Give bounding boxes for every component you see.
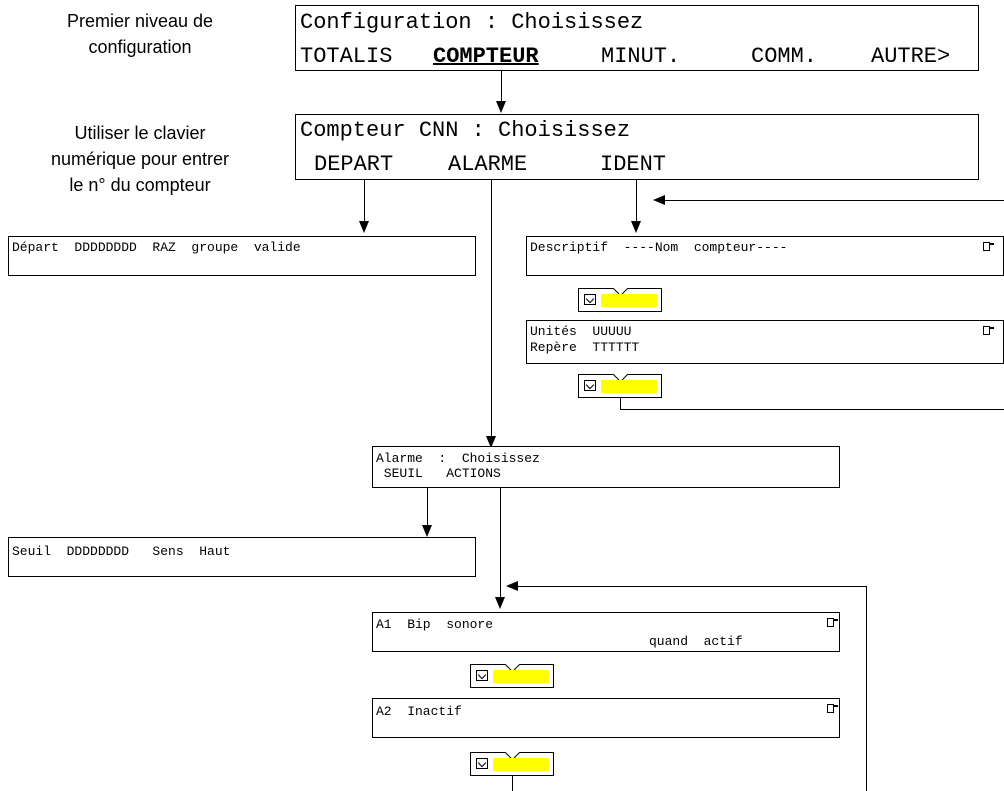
connector-line (620, 398, 621, 410)
edit-pencil-icon (584, 294, 596, 305)
a1-screen-line2: quand actif (649, 634, 743, 649)
arrow-left-icon (653, 195, 665, 205)
config-menu-minut[interactable]: MINUT. (601, 44, 681, 69)
edit-field[interactable] (578, 280, 662, 312)
document-icon[interactable] (827, 618, 838, 627)
config-menu-comm[interactable]: COMM. (751, 44, 818, 69)
seuil-screen-text: Seuil DDDDDDDD Sens Haut (12, 544, 231, 559)
config-screen: Configuration : Choisissez TOTALIS COMPT… (295, 5, 979, 71)
descriptif-screen: Descriptif ----Nom compteur---- (526, 236, 1004, 276)
unites-screen-line1: Unités UUUUU (530, 324, 632, 339)
counter-screen: Compteur CNN : Choisissez DEPART ALARME … (295, 114, 979, 180)
connector-line (512, 776, 513, 791)
connector-line (664, 200, 1004, 201)
counter-menu-ident[interactable]: IDENT (600, 152, 667, 177)
descriptif-screen-text: Descriptif ----Nom compteur---- (530, 240, 788, 255)
connector-line (427, 488, 428, 529)
arrow-down-icon (486, 436, 496, 448)
connector-line (364, 180, 365, 225)
edit-field[interactable] (578, 366, 662, 398)
unites-screen-line2: Repère TTTTTT (530, 340, 640, 355)
a2-screen-line1: A2 Inactif (376, 704, 462, 719)
config-menu-compteur[interactable]: COMPTEUR (433, 44, 539, 69)
edit-field[interactable] (470, 656, 554, 688)
arrow-left-icon (506, 581, 518, 591)
counter-menu-depart[interactable]: DEPART (314, 152, 394, 177)
unites-screen: Unités UUUUU Repère TTTTTT (526, 320, 1004, 364)
connector-line (518, 586, 867, 587)
alarme-screen-line1: Alarme : Choisissez (376, 451, 540, 466)
edit-pencil-icon (476, 670, 488, 681)
config-screen-title: Configuration : Choisissez (300, 10, 644, 35)
arrow-down-icon (496, 101, 506, 113)
depart-screen-text: Départ DDDDDDDD RAZ groupe valide (12, 240, 301, 255)
counter-screen-title: Compteur CNN : Choisissez (300, 118, 631, 143)
a1-screen: A1 Bip sonore quand actif (372, 612, 840, 652)
edit-pencil-icon (584, 380, 596, 391)
arrow-down-icon (631, 221, 641, 233)
connector-line (501, 71, 502, 107)
config-menu-totalis[interactable]: TOTALIS (300, 44, 393, 69)
alarme-screen: Alarme : Choisissez SEUIL ACTIONS (372, 446, 840, 488)
edit-field-value[interactable] (493, 670, 549, 683)
first-level-label-line1: Premier niveau de (66, 11, 214, 31)
first-level-label: Premier niveau de configuration (20, 8, 260, 60)
arrow-down-icon (359, 221, 369, 233)
first-level-label-line2: configuration (88, 37, 192, 57)
document-icon[interactable] (983, 242, 994, 251)
connector-line (620, 409, 1004, 410)
a2-screen: A2 Inactif (372, 698, 840, 738)
connector-line (500, 488, 501, 597)
keypad-label: Utiliser le clavier numérique pour entre… (5, 120, 275, 198)
alarme-screen-line2[interactable]: SEUIL ACTIONS (376, 466, 501, 481)
edit-field-value[interactable] (601, 294, 657, 307)
config-menu-autre[interactable]: AUTRE> (871, 44, 951, 69)
document-icon[interactable] (827, 704, 838, 713)
connector-line (636, 180, 637, 225)
connector-line (491, 180, 492, 439)
document-icon[interactable] (983, 326, 994, 335)
connector-line (866, 586, 867, 791)
keypad-label-line2: numérique pour entrer (50, 149, 230, 169)
arrow-down-icon (422, 525, 432, 537)
seuil-screen: Seuil DDDDDDDD Sens Haut (8, 537, 476, 577)
edit-field[interactable] (470, 744, 554, 776)
keypad-label-line3: le n° du compteur (69, 175, 211, 195)
depart-screen: Départ DDDDDDDD RAZ groupe valide (8, 236, 476, 276)
edit-pencil-icon (476, 758, 488, 769)
edit-field-value[interactable] (601, 380, 657, 393)
a1-screen-line1: A1 Bip sonore (376, 617, 494, 632)
edit-field-value[interactable] (493, 758, 549, 771)
keypad-label-line1: Utiliser le clavier (74, 123, 206, 143)
arrow-down-icon (495, 597, 505, 609)
counter-menu-alarme[interactable]: ALARME (448, 152, 528, 177)
